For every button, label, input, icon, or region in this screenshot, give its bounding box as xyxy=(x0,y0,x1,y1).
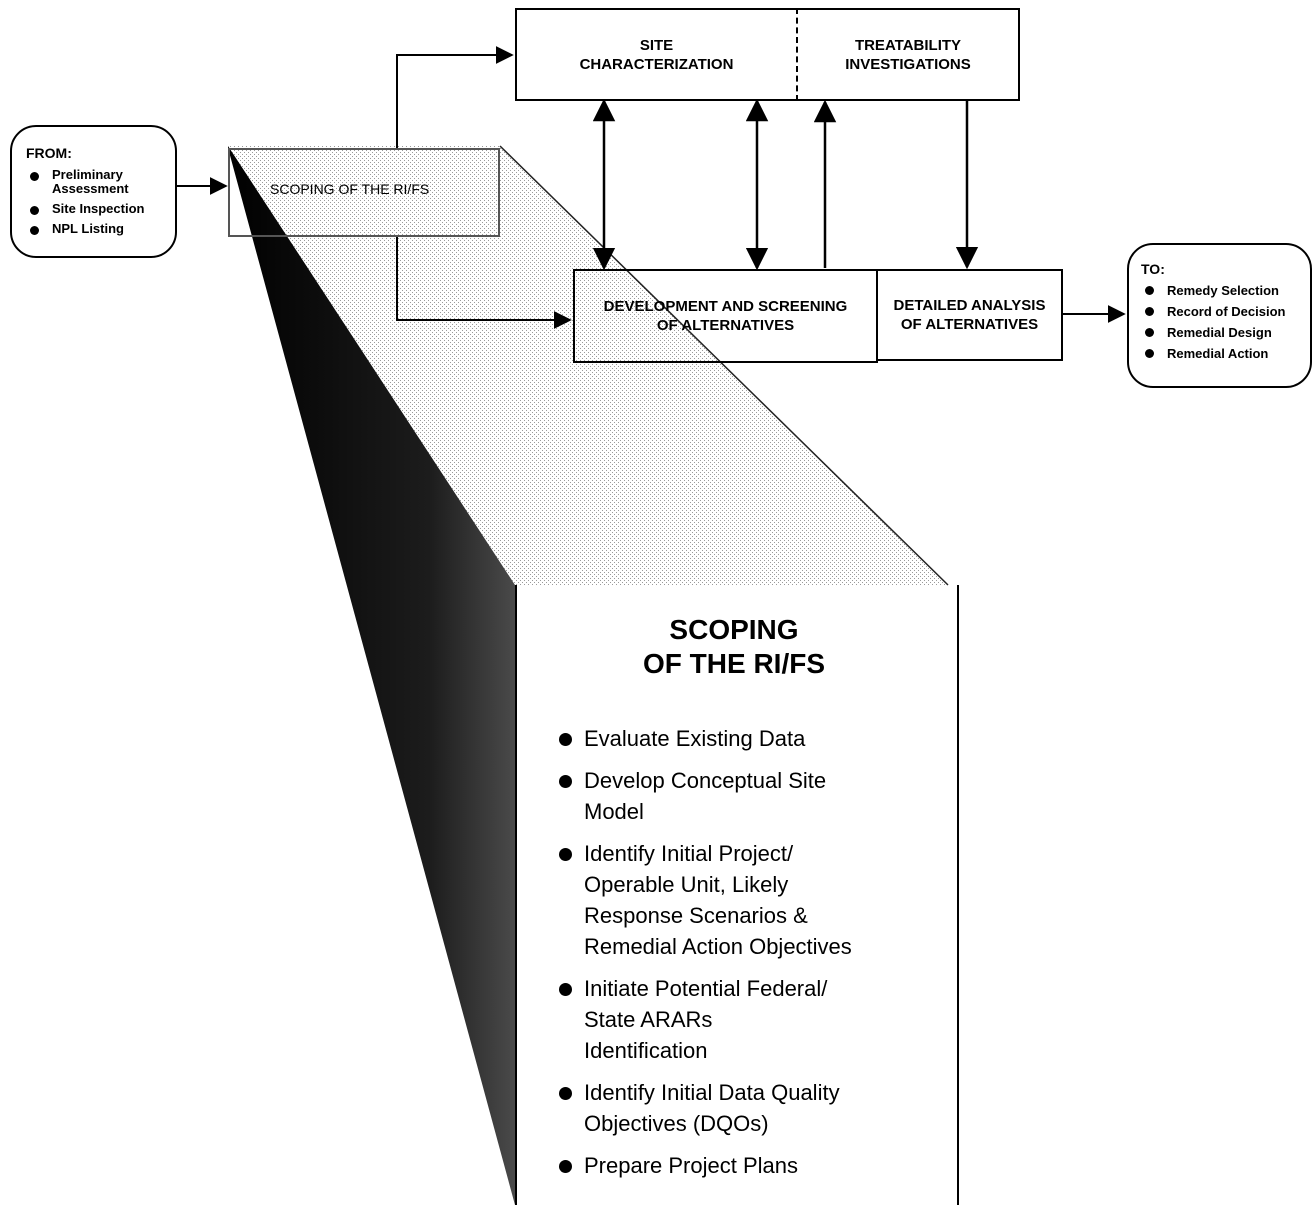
from-box: FROM: Preliminary Assessment Site Inspec… xyxy=(10,125,177,258)
site-characterization-label: SITE CHARACTERIZATION xyxy=(579,36,734,73)
treatability-investigations-box: TREATABILITY INVESTIGATIONS xyxy=(796,8,1020,101)
from-list: Preliminary Assessment Site Inspection N… xyxy=(26,168,169,236)
to-box: TO: Remedy Selection Record of Decision … xyxy=(1127,243,1312,388)
activity-evaluate-data: Evaluate Existing Data xyxy=(557,723,947,754)
scoping-detail-title: SCOPING OF THE RI/FS xyxy=(643,614,825,679)
scoping-label: SCOPING OF THE RI/FS xyxy=(270,181,430,197)
scoping-box: SCOPING OF THE RI/FS xyxy=(228,148,500,237)
detailed-analysis-box: DETAILED ANALYSIS OF ALTERNATIVES xyxy=(876,269,1063,361)
to-item-remedial-action: Remedial Action xyxy=(1141,345,1306,362)
to-item-remedy-selection: Remedy Selection xyxy=(1141,282,1306,299)
treatability-investigations-label: TREATABILITY INVESTIGATIONS xyxy=(845,36,971,73)
scoping-detail-panel: SCOPING OF THE RI/FS Evaluate Existing D… xyxy=(515,585,959,1205)
scoping-activities-list: Evaluate Existing Data Develop Conceptua… xyxy=(557,723,947,1192)
to-item-record-of-decision: Record of Decision xyxy=(1141,303,1306,320)
projection-side-face xyxy=(228,146,515,1205)
activity-identify-objectives: Identify Initial Project/ Operable Unit,… xyxy=(557,838,947,962)
arrow-scoping-to-site xyxy=(396,46,514,148)
activity-conceptual-model: Develop Conceptual Site Model xyxy=(557,765,947,827)
activity-arars: Initiate Potential Federal/ State ARARs … xyxy=(557,973,947,1066)
projection-top-face xyxy=(228,146,948,585)
from-item-site-inspection: Site Inspection xyxy=(26,202,169,216)
development-screening-label: DEVELOPMENT AND SCREENING OF ALTERNATIVE… xyxy=(603,298,848,334)
activity-dqos: Identify Initial Data Quality Objectives… xyxy=(557,1077,947,1139)
detailed-analysis-label: DETAILED ANALYSIS OF ALTERNATIVES xyxy=(893,297,1046,333)
arrow-scoping-to-development xyxy=(396,237,572,329)
from-heading: FROM: xyxy=(26,145,72,161)
to-list: Remedy Selection Record of Decision Reme… xyxy=(1141,282,1306,362)
site-characterization-box: SITE CHARACTERIZATION xyxy=(515,8,798,101)
to-item-remedial-design: Remedial Design xyxy=(1141,324,1306,341)
development-screening-box: DEVELOPMENT AND SCREENING OF ALTERNATIVE… xyxy=(573,269,878,363)
from-item-preliminary-assessment: Preliminary Assessment xyxy=(26,168,169,196)
activity-project-plans: Prepare Project Plans xyxy=(557,1150,947,1181)
to-heading: TO: xyxy=(1141,261,1165,277)
from-item-npl-listing: NPL Listing xyxy=(26,222,169,236)
projection-edge xyxy=(499,145,949,586)
